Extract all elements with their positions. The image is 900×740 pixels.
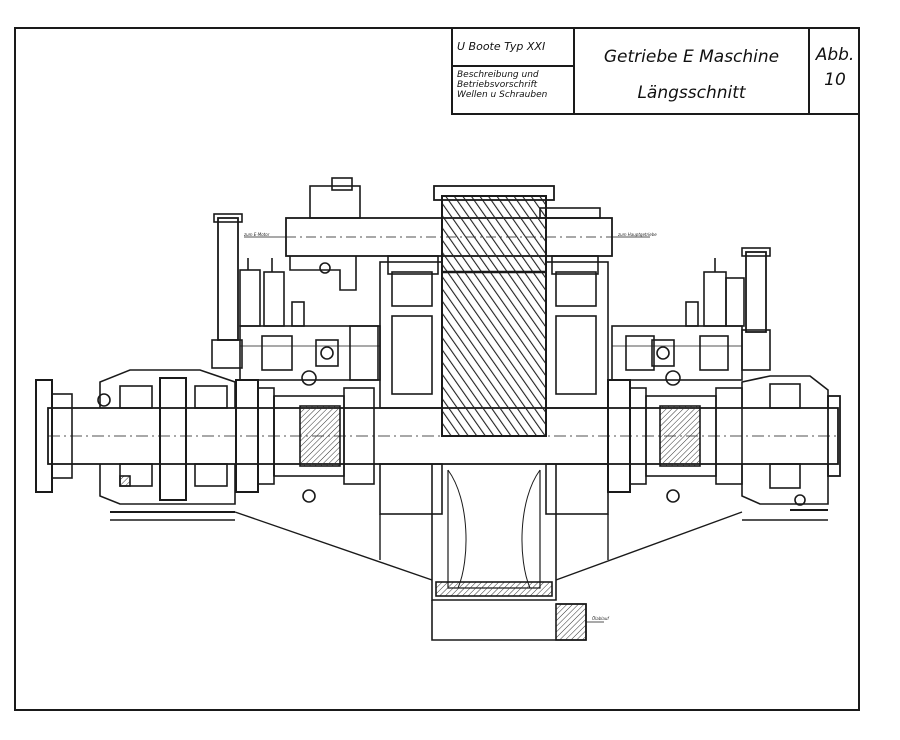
right-bearing-housing	[741, 375, 829, 511]
drawing-sheet-border	[14, 27, 860, 711]
left-callout-label: zum E-Motor	[244, 232, 270, 237]
figure-number: 10	[824, 70, 846, 90]
drawing-title-line-2: Längsschnitt	[637, 83, 746, 103]
left-coupling	[235, 370, 375, 503]
right-upper-housing	[611, 247, 771, 381]
title-block: U Boote Typ XXI Beschreibung und Betrieb…	[451, 27, 860, 115]
bottom-callout-label: Ölablauf	[592, 616, 609, 621]
drawing-title-line-1: Getriebe E Maschine	[603, 47, 780, 67]
description-label: Beschreibung und Betriebsvorschrift Well…	[453, 67, 575, 113]
left-upper-housing	[211, 213, 381, 381]
description-line-1: Beschreibung und	[457, 70, 539, 80]
figure-number-box: Abb. 10	[810, 27, 860, 113]
foundation-bed	[110, 511, 828, 581]
main-shaft	[35, 379, 841, 493]
main-gear-wheel	[433, 185, 555, 437]
right-callout-label: zum Hauptgetriebe	[618, 232, 657, 237]
callout-leaders	[244, 236, 650, 623]
figure-label: Abb.	[815, 45, 855, 65]
central-gear-housing	[379, 261, 609, 641]
series-label: U Boote Typ XXI	[453, 27, 575, 67]
description-line-2: Betriebsvorschrift	[457, 80, 538, 90]
left-bearing-housing	[97, 369, 236, 513]
description-line-3: Wellen u Schrauben	[457, 90, 548, 100]
right-coupling	[607, 370, 743, 503]
drawing-title: Getriebe E Maschine Längsschnitt	[575, 27, 810, 113]
